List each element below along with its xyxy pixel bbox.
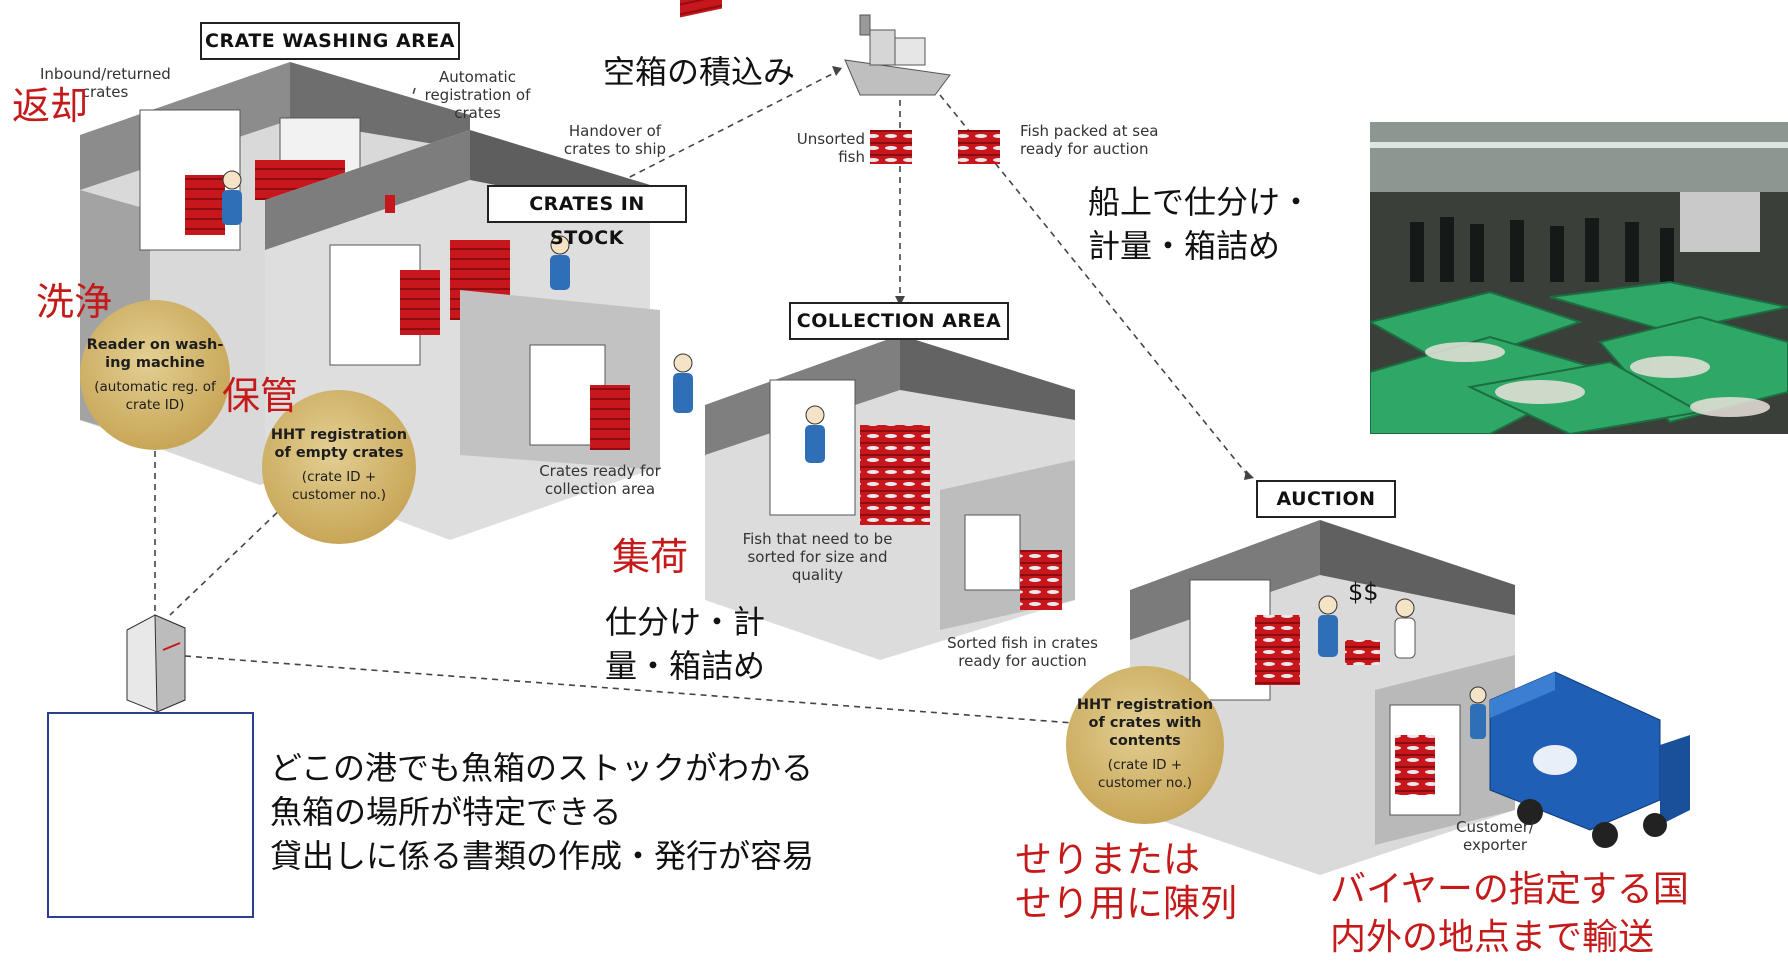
auction-hall-photo-drawing [1370,122,1788,434]
auction-building [1130,520,1515,875]
hht-contents-disc: HHT registration of crates with contents… [1066,666,1224,824]
server-illustration [126,614,186,713]
jp-senjo-shiwake: 船上で仕分け・ 計量・箱詰め [1088,183,1313,265]
benefits-list: どこの港でも魚箱のストックがわかる 魚箱の場所が特定できる 貸出しに係る書類の作… [270,746,814,878]
price-symbol: $$ [1348,578,1379,606]
computer-user-frame [47,712,254,918]
jp-shuka: 集荷 [612,535,689,579]
hht-empty-disc-title: HHT registration of empty crates [270,427,408,461]
reader-disc: Reader on wash- ing machine (automatic r… [80,300,230,450]
crates-ready-caption: Crates ready for collection area [539,462,661,498]
jp-karabako: 空箱の積込み [603,53,796,91]
hht-empty-disc-sub: (crate ID + customer no.) [292,469,386,503]
truck-illustration [1489,671,1690,848]
unsorted-fish-caption: Unsorted fish [796,130,865,166]
jp-buyer: バイヤーの指定する国 内外の地点まで輸送 [1330,869,1689,958]
sorted-crates-caption: Sorted fish in crates ready for auction [947,634,1098,670]
benefit-item: 魚箱の場所が特定できる [270,793,622,831]
handover-crate [680,0,722,18]
customer-exporter-caption: Customer/ exporter [1456,818,1534,854]
auto-registration-caption: Automatic registration of crates [424,68,531,122]
crates-in-stock-label: CRATES IN STOCK [487,185,687,249]
jp-hokan: 保管 [222,374,299,418]
jp-henkyaku: 返却 [12,84,89,128]
worker-figures-left [222,170,693,413]
ship-illustration [844,14,951,96]
need-sorting-caption: Fish that need to be sorted for size and… [742,530,893,584]
packed-fish-crate [958,130,1000,164]
handover-caption: Handover of crates to ship [563,122,667,158]
crate-washing-area-label: CRATE WASHING AREA [200,22,460,60]
benefit-item: どこの港でも魚箱のストックがわかる [270,749,814,787]
hht-contents-disc-title: HHT registration of crates with contents [1076,697,1214,749]
packed-at-sea-caption: Fish packed at sea ready for auction [1020,122,1159,158]
arrow-to-collection [895,296,905,306]
jp-senjo: 洗浄 [36,280,113,324]
reader-disc-sub: (automatic reg. of crate ID) [94,379,216,413]
collection-area-label: COLLECTION AREA [789,302,1009,340]
reader-disc-title: Reader on wash- ing machine [86,337,224,371]
arrow-to-auction [1244,470,1254,480]
arrow-to-ship [832,66,842,76]
jp-seri: せりまたは せり用に陳列 [1015,838,1237,925]
benefit-item: 貸出しに係る書類の作成・発行が容易 [270,837,815,875]
hht-empty-disc: HHT registration of empty crates (crate … [262,390,416,544]
auction-hall-photo [1370,122,1788,434]
hht-contents-disc-sub: (crate ID + customer no.) [1098,757,1192,791]
collection-building [705,335,1075,660]
inbound-caption: Inbound/returned crates [40,65,171,101]
jp-shiwake: 仕分け・計 量・箱詰め [605,603,766,685]
unsorted-fish-crate [870,130,912,164]
auction-label: AUCTION [1256,480,1396,518]
